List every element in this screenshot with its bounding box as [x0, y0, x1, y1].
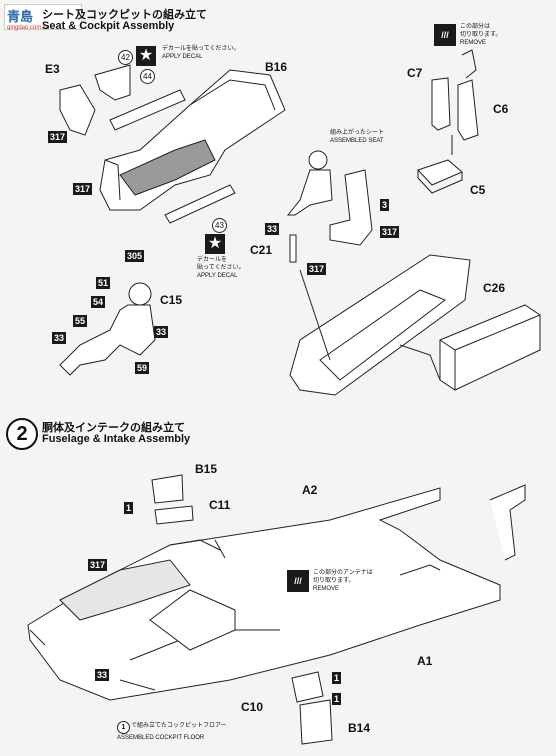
remove-note-jp-line2: 切り取ります。 — [460, 32, 502, 38]
apply-decal-jp-line2: 貼ってください。 — [197, 265, 245, 271]
watermark-url: qingdao.com.cn — [7, 25, 50, 31]
paint-code-59: 59 — [135, 362, 150, 374]
part-label-b15: B15 — [195, 462, 218, 476]
step2-title-jp: 胴体及インテークの組み立て — [42, 422, 185, 434]
step1-title-en: Seat & Cockpit Assembly — [42, 20, 175, 32]
site-watermark: 青島 qingdao.com.cn — [4, 4, 82, 31]
paint-code-317: 317 — [73, 183, 93, 195]
paint-code-54: 54 — [91, 296, 106, 308]
step2-title-en: Fuselage & Intake Assembly — [42, 433, 191, 445]
decal-star-icon: ★ — [205, 234, 225, 254]
paint-code-1: 1 — [332, 693, 342, 705]
remove-note-jp-line1: この部分は — [460, 24, 491, 30]
decal-number-43: 43 — [212, 218, 227, 233]
remove-note-en: REMOVE — [460, 40, 487, 46]
step-ref-number: 1 — [117, 721, 130, 734]
assembled-seat-jp: 組み上がったシート — [330, 130, 385, 136]
part-label-a2: A2 — [302, 483, 318, 497]
part-label-c15: C15 — [160, 293, 183, 307]
paint-code-51: 51 — [96, 277, 111, 289]
part-label-c6: C6 — [493, 102, 509, 116]
apply-decal-en: APPLY DECAL — [162, 54, 203, 60]
paint-code-317: 317 — [380, 226, 400, 238]
part-label-c21: C21 — [250, 243, 273, 257]
remove-antenna-en: REMOVE — [313, 586, 340, 592]
watermark-logo: 青島 — [7, 9, 34, 24]
paint-code-317: 317 — [88, 559, 108, 571]
cut-symbol-icon: /// — [287, 570, 309, 592]
paint-code-55: 55 — [73, 315, 88, 327]
cockpit-floor-en: ASSEMBLED COCKPIT FLOOR — [117, 735, 205, 741]
paint-code-305: 305 — [125, 250, 145, 262]
part-label-c5: C5 — [470, 183, 486, 197]
paint-code-33: 33 — [95, 669, 110, 681]
paint-code-33: 33 — [154, 326, 169, 338]
part-label-e3: E3 — [45, 62, 60, 76]
part-label-b14: B14 — [348, 721, 371, 735]
decal-number-44: 44 — [140, 69, 155, 84]
paint-code-317: 317 — [48, 131, 68, 143]
paint-code-33: 33 — [265, 223, 280, 235]
paint-code-33: 33 — [52, 332, 67, 344]
decal-number-42: 42 — [118, 50, 133, 65]
paint-code-1: 1 — [332, 672, 342, 684]
remove-antenna-jp-line1: この部分のアンテナは — [313, 570, 373, 576]
apply-decal-jp: デカールを貼ってください。 — [162, 46, 240, 52]
part-label-b16: B16 — [265, 60, 288, 74]
part-label-c10: C10 — [241, 700, 264, 714]
cockpit-floor-jp: で組み立てたコックピットフロアー — [131, 723, 227, 729]
part-label-c7: C7 — [407, 66, 423, 80]
step1-title-jp: シート及コックピットの組み立て — [42, 9, 207, 21]
part-label-c11: C11 — [209, 498, 231, 512]
paint-code-1: 1 — [124, 502, 134, 514]
part-label-a1: A1 — [417, 654, 433, 668]
assembled-seat-en: ASSEMBLED SEAT — [330, 138, 384, 144]
remove-antenna-jp-line2: 切り取ります。 — [313, 578, 355, 584]
cut-symbol-icon: /// — [434, 24, 456, 46]
decal-star-icon: ★ — [136, 46, 156, 66]
paint-code-3: 3 — [380, 199, 390, 211]
part-label-c26: C26 — [483, 281, 506, 295]
paint-code-317: 317 — [307, 263, 327, 275]
apply-decal-en: APPLY DECAL — [197, 273, 238, 279]
apply-decal-jp-line1: デカールを — [197, 257, 228, 263]
step2-number: 2 — [6, 418, 38, 450]
